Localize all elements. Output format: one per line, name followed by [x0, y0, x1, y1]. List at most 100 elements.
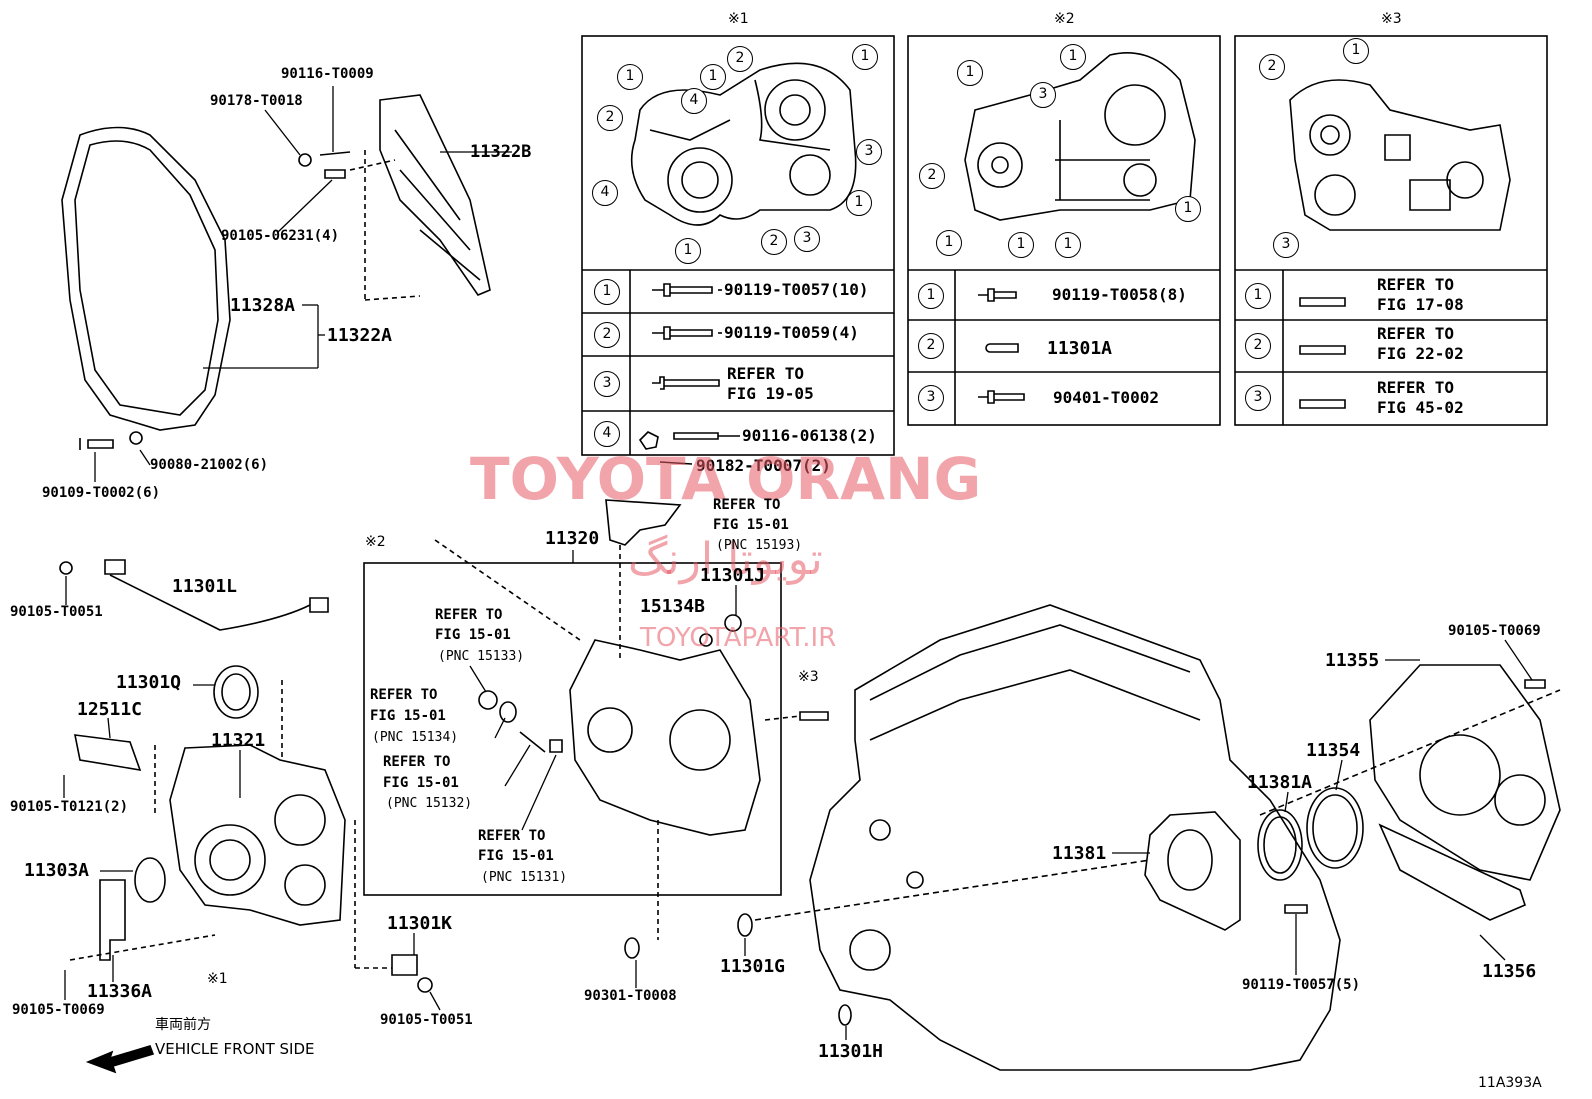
part-label[interactable]: 90116-T0009: [281, 66, 374, 82]
part-label[interactable]: 90301-T0008: [584, 988, 677, 1004]
row-number-circle: 3: [918, 385, 944, 411]
part-label[interactable]: 15134B: [640, 596, 706, 617]
part-label[interactable]: 90178-T0018: [210, 93, 303, 109]
part-label[interactable]: 90080-21002(6): [150, 457, 269, 473]
part-number-label[interactable]: 90182-T0007(2): [696, 456, 831, 475]
part-label[interactable]: 90105-T0051: [10, 604, 103, 620]
row-number-circle: 2: [1245, 333, 1271, 359]
row-number-circle: 4: [594, 421, 620, 447]
watermark-brand: TOYOTA ORANG: [470, 445, 982, 513]
refer-fig-link[interactable]: FIG 15-01: [383, 775, 459, 791]
part-label[interactable]: 11322B: [470, 142, 532, 162]
timing-cover-drawing: [61, 94, 491, 450]
detail-box-1: [581, 35, 895, 465]
detail-mark-2: ※2: [1054, 11, 1075, 27]
callout-circle: 2: [597, 105, 623, 131]
callout-circle: 1: [846, 190, 872, 216]
part-number-label[interactable]: 90119-T0059(4): [724, 323, 859, 342]
row-number-circle: 1: [918, 283, 944, 309]
watermark-site: TOYOTAPART.IR: [640, 623, 837, 653]
part-number-label[interactable]: 90119-T0058(8): [1052, 285, 1187, 304]
part-label[interactable]: 90105-T0051: [380, 1012, 473, 1028]
callout-circle: 1: [1055, 232, 1081, 258]
row-number-circle: 2: [918, 333, 944, 359]
part-label[interactable]: 90119-T0057(5): [1242, 977, 1361, 993]
refer-fig-link[interactable]: FIG 22-02: [1377, 344, 1464, 363]
refer-label: REFER TO: [1377, 324, 1455, 343]
refer-label: REFER TO: [370, 687, 438, 703]
part-label[interactable]: 11301K: [387, 913, 453, 934]
part-label[interactable]: 11328A: [230, 295, 296, 316]
row-number-circle: 1: [1245, 283, 1271, 309]
part-label[interactable]: 11381A: [1247, 772, 1313, 793]
part-label[interactable]: 11321: [211, 730, 266, 751]
part-label[interactable]: 11355: [1325, 650, 1380, 671]
callout-circle: 1: [1343, 38, 1369, 64]
part-number-label[interactable]: 90116-06138(2): [742, 426, 877, 445]
part-label[interactable]: 11322A: [327, 325, 393, 346]
watermark-persian: تویوتا ارنگ: [628, 534, 823, 585]
refer-label: REFER TO: [713, 497, 781, 513]
direction-jp: 車両前方: [155, 1017, 211, 1033]
refer-pnc: (PNC 15131): [481, 870, 568, 885]
part-label[interactable]: 11301J: [700, 565, 766, 586]
part-number-label[interactable]: 90401-T0002: [1053, 388, 1159, 407]
sensor-11301k-drawing: [354, 820, 433, 993]
part-label[interactable]: 90105-T0121(2): [10, 799, 129, 815]
refer-fig-link[interactable]: FIG 45-02: [1377, 398, 1464, 417]
refer-fig-link[interactable]: FIG 17-08: [1377, 295, 1464, 314]
part-label[interactable]: 11356: [1482, 961, 1537, 982]
detail-ref-mark[interactable]: ※2: [365, 534, 386, 550]
callout-circle: 2: [919, 163, 945, 189]
refer-fig-link[interactable]: FIG 19-05: [727, 384, 814, 403]
refer-fig-link[interactable]: FIG 15-01: [435, 627, 511, 643]
part-label[interactable]: 12511C: [77, 699, 143, 720]
row-number-circle: 3: [594, 371, 620, 397]
part-label[interactable]: 11336A: [87, 981, 153, 1002]
part-label[interactable]: 11301H: [818, 1041, 884, 1062]
part-label[interactable]: 90105-06231(4): [221, 228, 340, 244]
callout-circle: 3: [794, 226, 820, 252]
detail-ref-mark[interactable]: ※1: [207, 971, 228, 987]
part-number-label[interactable]: 11301A: [1047, 338, 1113, 359]
refer-fig-link[interactable]: FIG 15-01: [713, 517, 789, 533]
engine-block-drawing: [737, 604, 1341, 1071]
part-label[interactable]: 11354: [1306, 740, 1361, 761]
callout-circle: 2: [1259, 54, 1285, 80]
part-label[interactable]: 11381: [1052, 843, 1107, 864]
part-label[interactable]: 11320: [545, 528, 600, 549]
callout-circle: 1: [617, 64, 643, 90]
row-number-circle: 1: [594, 279, 620, 305]
callout-circle: 3: [856, 139, 882, 165]
refer-fig-link[interactable]: FIG 15-01: [478, 848, 554, 864]
refer-fig-link[interactable]: FIG 15-01: [370, 708, 446, 724]
detail-box-3: [1234, 35, 1548, 426]
refer-pnc: (PNC 15193): [716, 538, 803, 553]
callout-circle: 1: [700, 64, 726, 90]
refer-label: REFER TO: [1377, 275, 1455, 294]
part-label[interactable]: 11301Q: [116, 672, 182, 693]
refer-label: REFER TO: [727, 364, 805, 383]
refer-label: REFER TO: [383, 754, 451, 770]
callout-circle: 1: [1175, 196, 1201, 222]
part-number-label[interactable]: 90119-T0057(10): [724, 280, 869, 299]
part-label[interactable]: 11303A: [24, 860, 90, 881]
refer-pnc: (PNC 15132): [386, 796, 473, 811]
detail-mark-3: ※3: [1381, 11, 1402, 27]
direction-en: VEHICLE FRONT SIDE: [155, 1040, 315, 1058]
callout-circle: 3: [1273, 232, 1299, 258]
detail-ref-mark[interactable]: ※3: [798, 669, 819, 685]
rear-seal-drawing: [1144, 664, 1561, 931]
part-label[interactable]: 11301G: [720, 956, 786, 977]
part-label[interactable]: 90105-T0069: [12, 1002, 105, 1018]
leader-lines: [63, 86, 1533, 1040]
callout-circle: 1: [1008, 232, 1034, 258]
callout-circle: 1: [1060, 44, 1086, 70]
part-label[interactable]: 90109-T0002(6): [42, 485, 161, 501]
vehicle-front-arrow: [85, 1045, 155, 1074]
callout-circle: 1: [936, 230, 962, 256]
part-label[interactable]: 90105-T0069: [1448, 623, 1541, 639]
part-label[interactable]: 11301L: [172, 576, 238, 597]
